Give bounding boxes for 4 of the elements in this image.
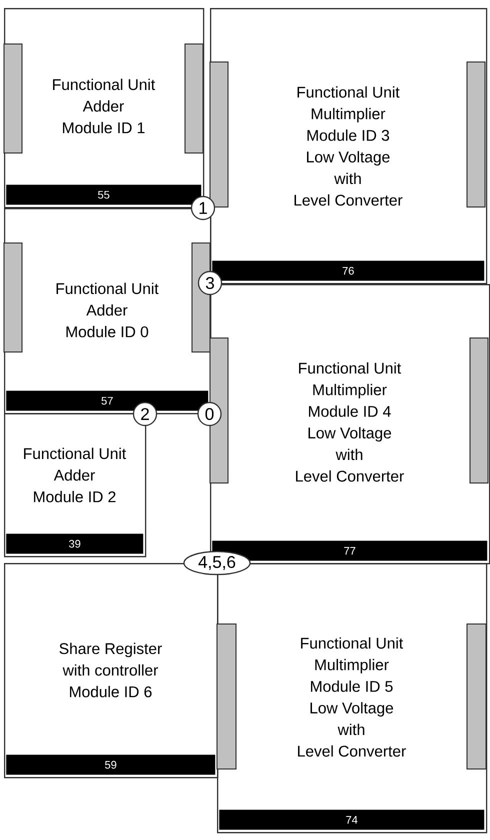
number-bar: 39: [6, 534, 144, 554]
number-bar: 55: [6, 184, 202, 205]
number-bar: 74: [219, 810, 484, 830]
number-bar: 59: [6, 754, 216, 775]
